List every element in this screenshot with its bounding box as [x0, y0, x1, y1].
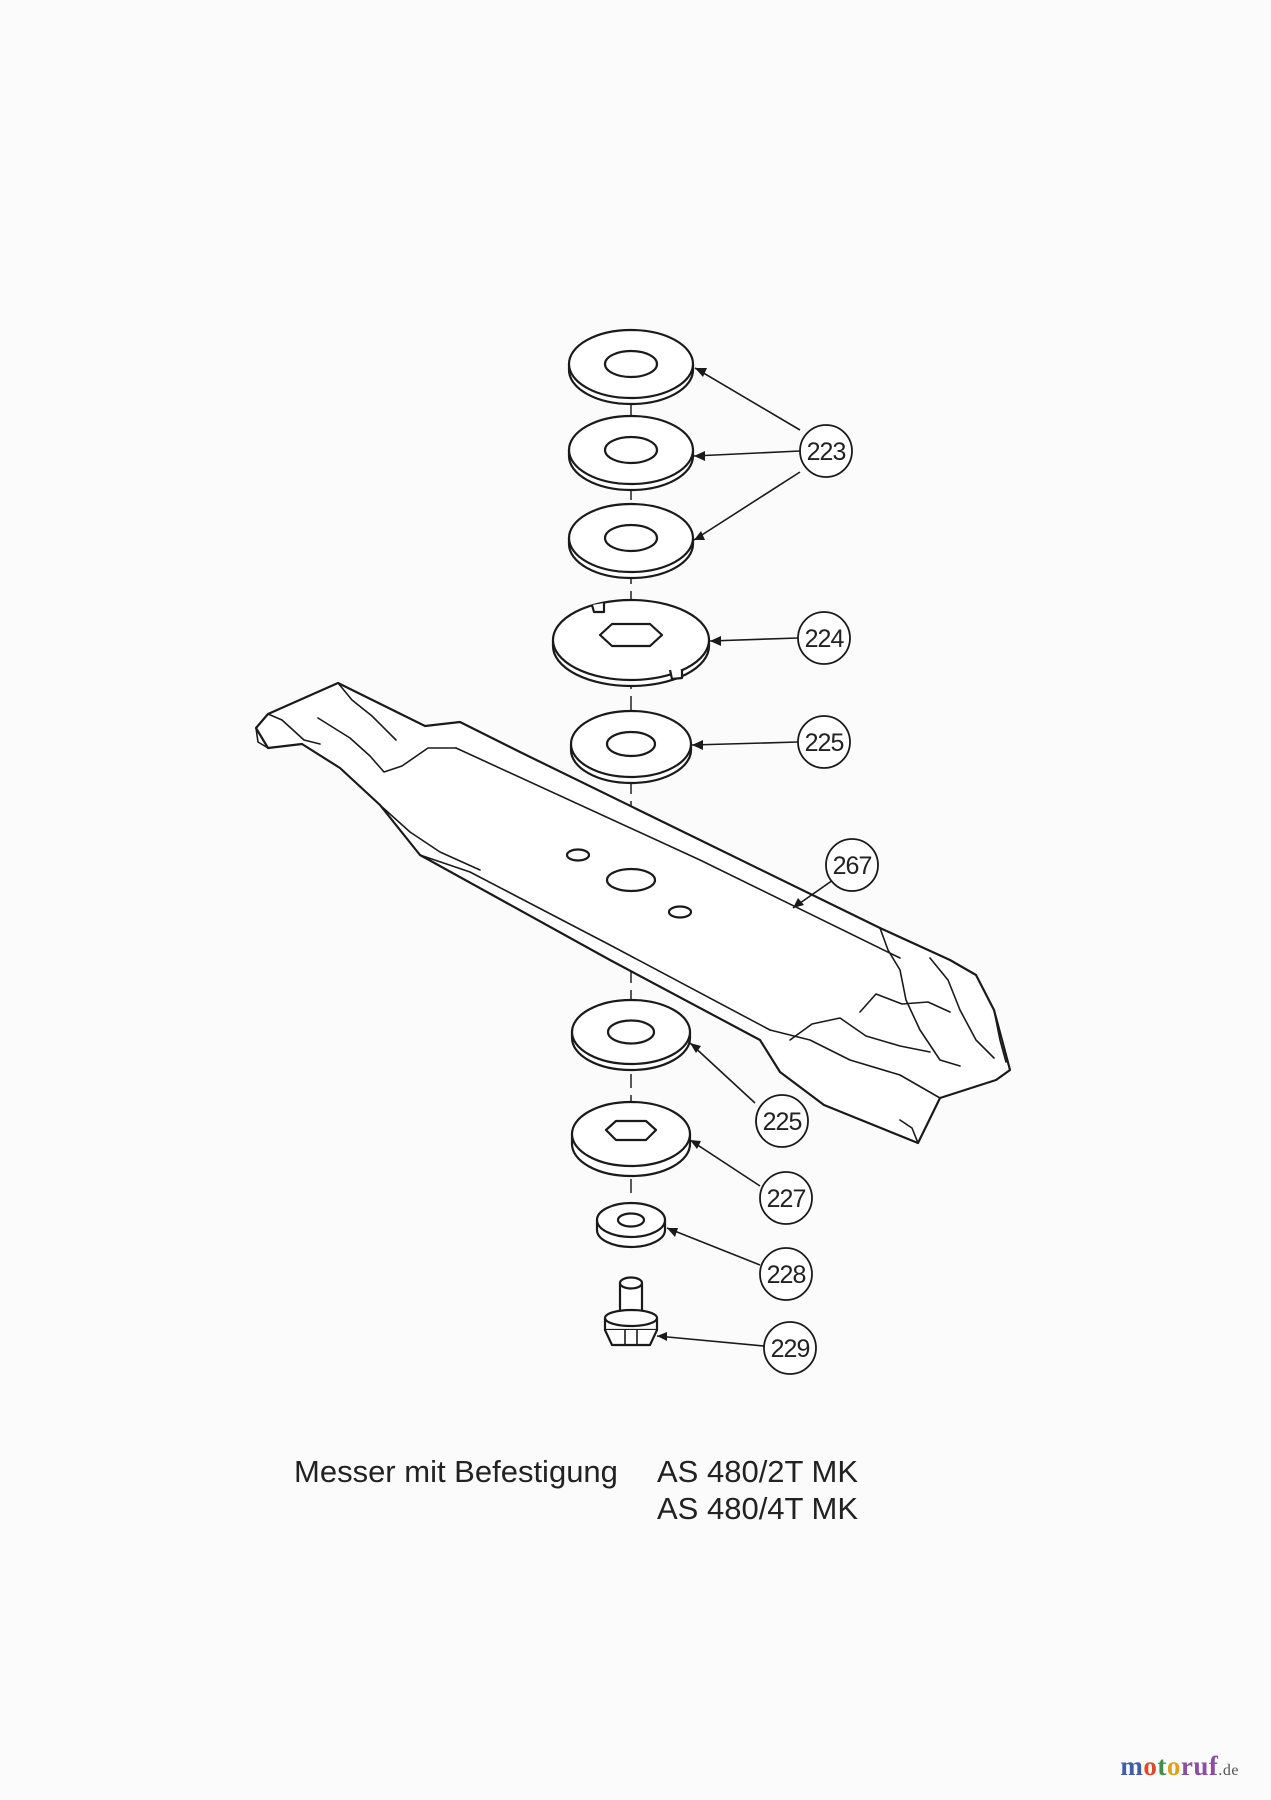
model-label-2: AS 480/4T MK	[657, 1491, 859, 1526]
lock-washer-228	[595, 1201, 667, 1249]
washer-225-upper	[569, 709, 693, 785]
washer-223-b	[567, 414, 695, 492]
svg-text:225: 225	[763, 1108, 802, 1136]
leader-lines	[656, 367, 834, 1347]
washer-223-c	[567, 502, 695, 580]
callout-267: 267	[825, 838, 879, 892]
svg-text:229: 229	[771, 1335, 810, 1363]
washer-223-a	[567, 328, 695, 406]
svg-text:267: 267	[833, 852, 872, 880]
bolt-229	[603, 1276, 659, 1347]
svg-text:224: 224	[805, 625, 845, 653]
callout-225-lower: 225	[755, 1094, 809, 1148]
svg-text:227: 227	[767, 1185, 806, 1213]
svg-text:223: 223	[807, 438, 846, 466]
callout-228: 228	[759, 1247, 813, 1301]
callout-224: 224	[797, 611, 851, 665]
washer-225-lower	[570, 998, 692, 1072]
svg-text:228: 228	[767, 1261, 806, 1289]
callout-225-upper: 225	[797, 715, 851, 769]
diagram-caption-title: Messer mit Befestigung	[294, 1454, 618, 1489]
callout-227: 227	[759, 1171, 813, 1225]
callout-223: 223	[799, 424, 853, 478]
callout-229: 229	[763, 1321, 817, 1375]
disc-224	[551, 598, 711, 688]
brand-watermark-logo: motoruf.de	[1120, 1751, 1239, 1781]
washer-227	[570, 1100, 692, 1178]
svg-text:225: 225	[805, 729, 844, 757]
mower-blade	[254, 681, 1012, 1145]
model-label-1: AS 480/2T MK	[657, 1454, 859, 1489]
